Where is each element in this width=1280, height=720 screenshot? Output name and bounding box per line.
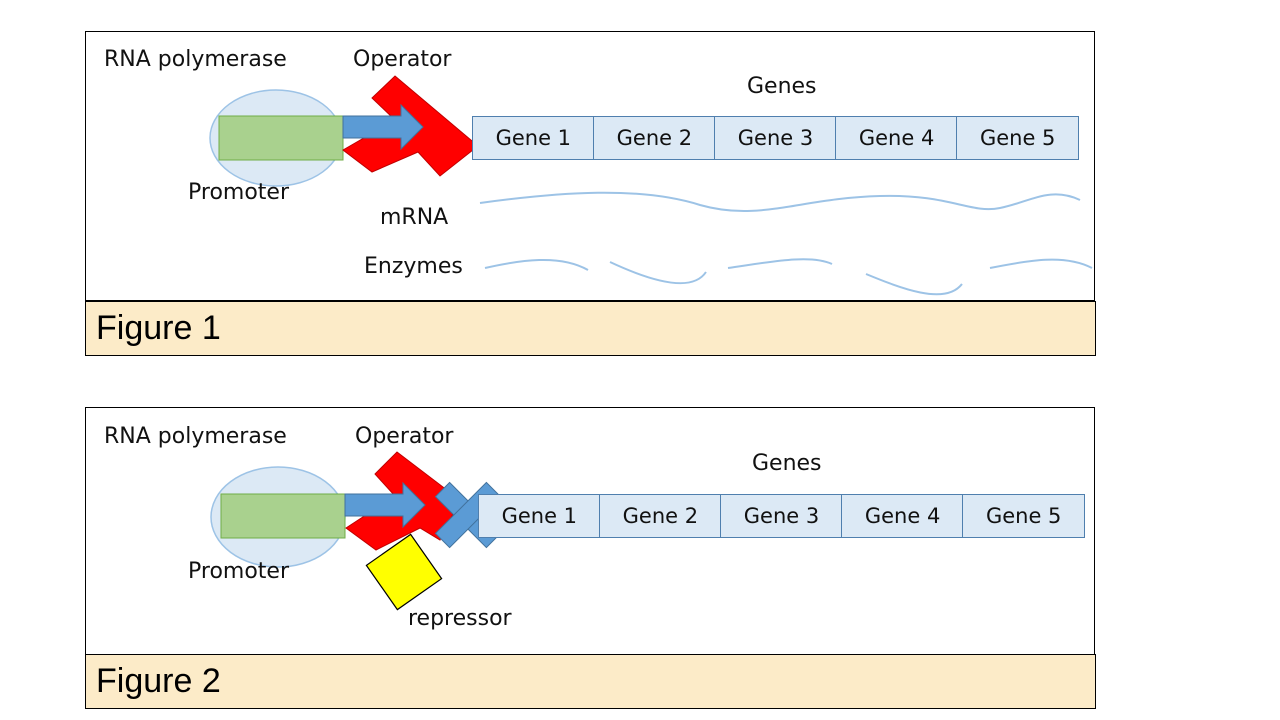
gene-box-4: Gene 4 [841, 494, 964, 538]
transcription-arrow-icon [342, 103, 424, 151]
mrna-label: mRNA [380, 205, 449, 230]
repressor-label: repressor [408, 606, 512, 631]
gene-box-1: Gene 1 [478, 494, 601, 538]
gene-box-5: Gene 5 [962, 494, 1085, 538]
enzyme-fragment-5 [989, 258, 1093, 269]
enzyme-fragment-2 [609, 261, 707, 285]
promoter-box [218, 115, 344, 161]
gene-box-1: Gene 1 [472, 116, 595, 160]
genes-label: Genes [747, 74, 817, 99]
promoter-box [220, 493, 346, 539]
gene-row: Gene 1 Gene 2 Gene 3 Gene 4 Gene 5 [478, 494, 1085, 538]
gene-box-2: Gene 2 [599, 494, 722, 538]
gene-box-3: Gene 3 [714, 116, 837, 160]
repressor-box [365, 533, 443, 611]
transcription-arrow-icon [344, 481, 426, 529]
mrna-strand [479, 191, 1081, 212]
gene-row: Gene 1 Gene 2 Gene 3 Gene 4 Gene 5 [472, 116, 1079, 160]
enzyme-fragment-3 [727, 258, 833, 269]
figure2-caption: Figure 2 [85, 654, 1096, 709]
gene-box-4: Gene 4 [835, 116, 958, 160]
genes-label: Genes [752, 451, 822, 476]
operator-label: Operator [355, 424, 454, 449]
enzyme-fragment-4 [865, 273, 963, 296]
rna-polymerase-label: RNA polymerase [104, 47, 287, 72]
figure1-caption: Figure 1 [85, 301, 1096, 356]
enzyme-fragment-1 [484, 258, 589, 271]
operator-label: Operator [353, 47, 452, 72]
rna-polymerase-label: RNA polymerase [104, 424, 287, 449]
enzymes-label: Enzymes [364, 254, 463, 279]
gene-box-2: Gene 2 [593, 116, 716, 160]
promoter-label: Promoter [188, 180, 289, 205]
gene-box-5: Gene 5 [956, 116, 1079, 160]
gene-box-3: Gene 3 [720, 494, 843, 538]
promoter-label: Promoter [188, 559, 289, 584]
